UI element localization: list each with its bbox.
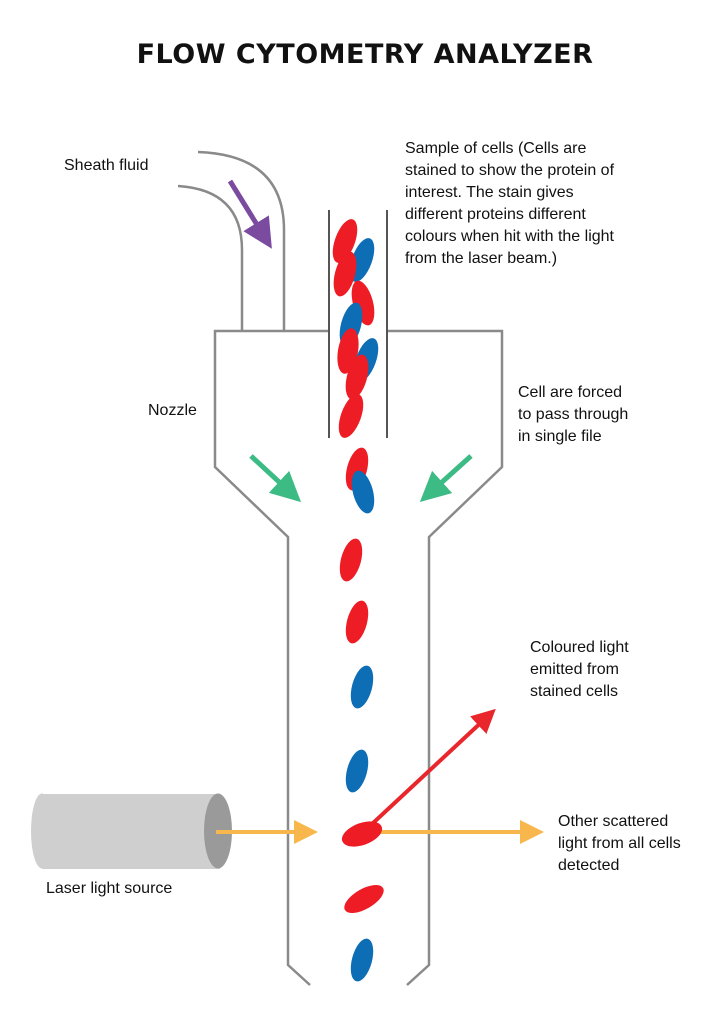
diagram-title: FLOW CYTOMETRY ANALYZER: [137, 39, 594, 70]
sample-tube-cells: [332, 219, 379, 438]
cell-red: [333, 251, 357, 297]
laser-light-source: [31, 793, 232, 869]
cell-red: [344, 885, 384, 913]
label-nozzle: Nozzle: [148, 402, 197, 419]
label-sample-of-cells: Sample of cells (Cells are stained to sh…: [405, 140, 618, 267]
laser-back-cap: [31, 793, 53, 869]
cell-red: [345, 600, 369, 644]
cell-red: [338, 394, 364, 438]
label-coloured-light: Coloured light emitted from stained cell…: [530, 639, 633, 700]
laser-body: [42, 794, 220, 869]
label-scattered-light: Other scattered light from all cells det…: [558, 813, 685, 874]
cell-blue: [351, 470, 375, 514]
cell-blue: [350, 665, 374, 709]
cell-blue: [349, 238, 375, 282]
sheath-fluid-arrow: [227, 179, 272, 249]
cell-blue: [350, 938, 374, 982]
label-laser-light-source: Laser light source: [46, 880, 172, 897]
label-single-file: Cell are forced to pass through in singl…: [518, 384, 633, 445]
cell-red: [345, 354, 369, 400]
cell-detected: [341, 821, 383, 847]
cell-red: [332, 219, 358, 263]
nozzle-left-arrow: [249, 454, 302, 503]
channel-cells: [339, 447, 384, 982]
cell-blue: [345, 749, 369, 793]
nozzle-outline: [177, 150, 504, 986]
cell-red: [339, 538, 363, 582]
label-sheath-fluid: Sheath fluid: [64, 157, 149, 174]
emitted-light-arrow: [370, 708, 496, 826]
nozzle-right-arrow: [419, 454, 473, 503]
